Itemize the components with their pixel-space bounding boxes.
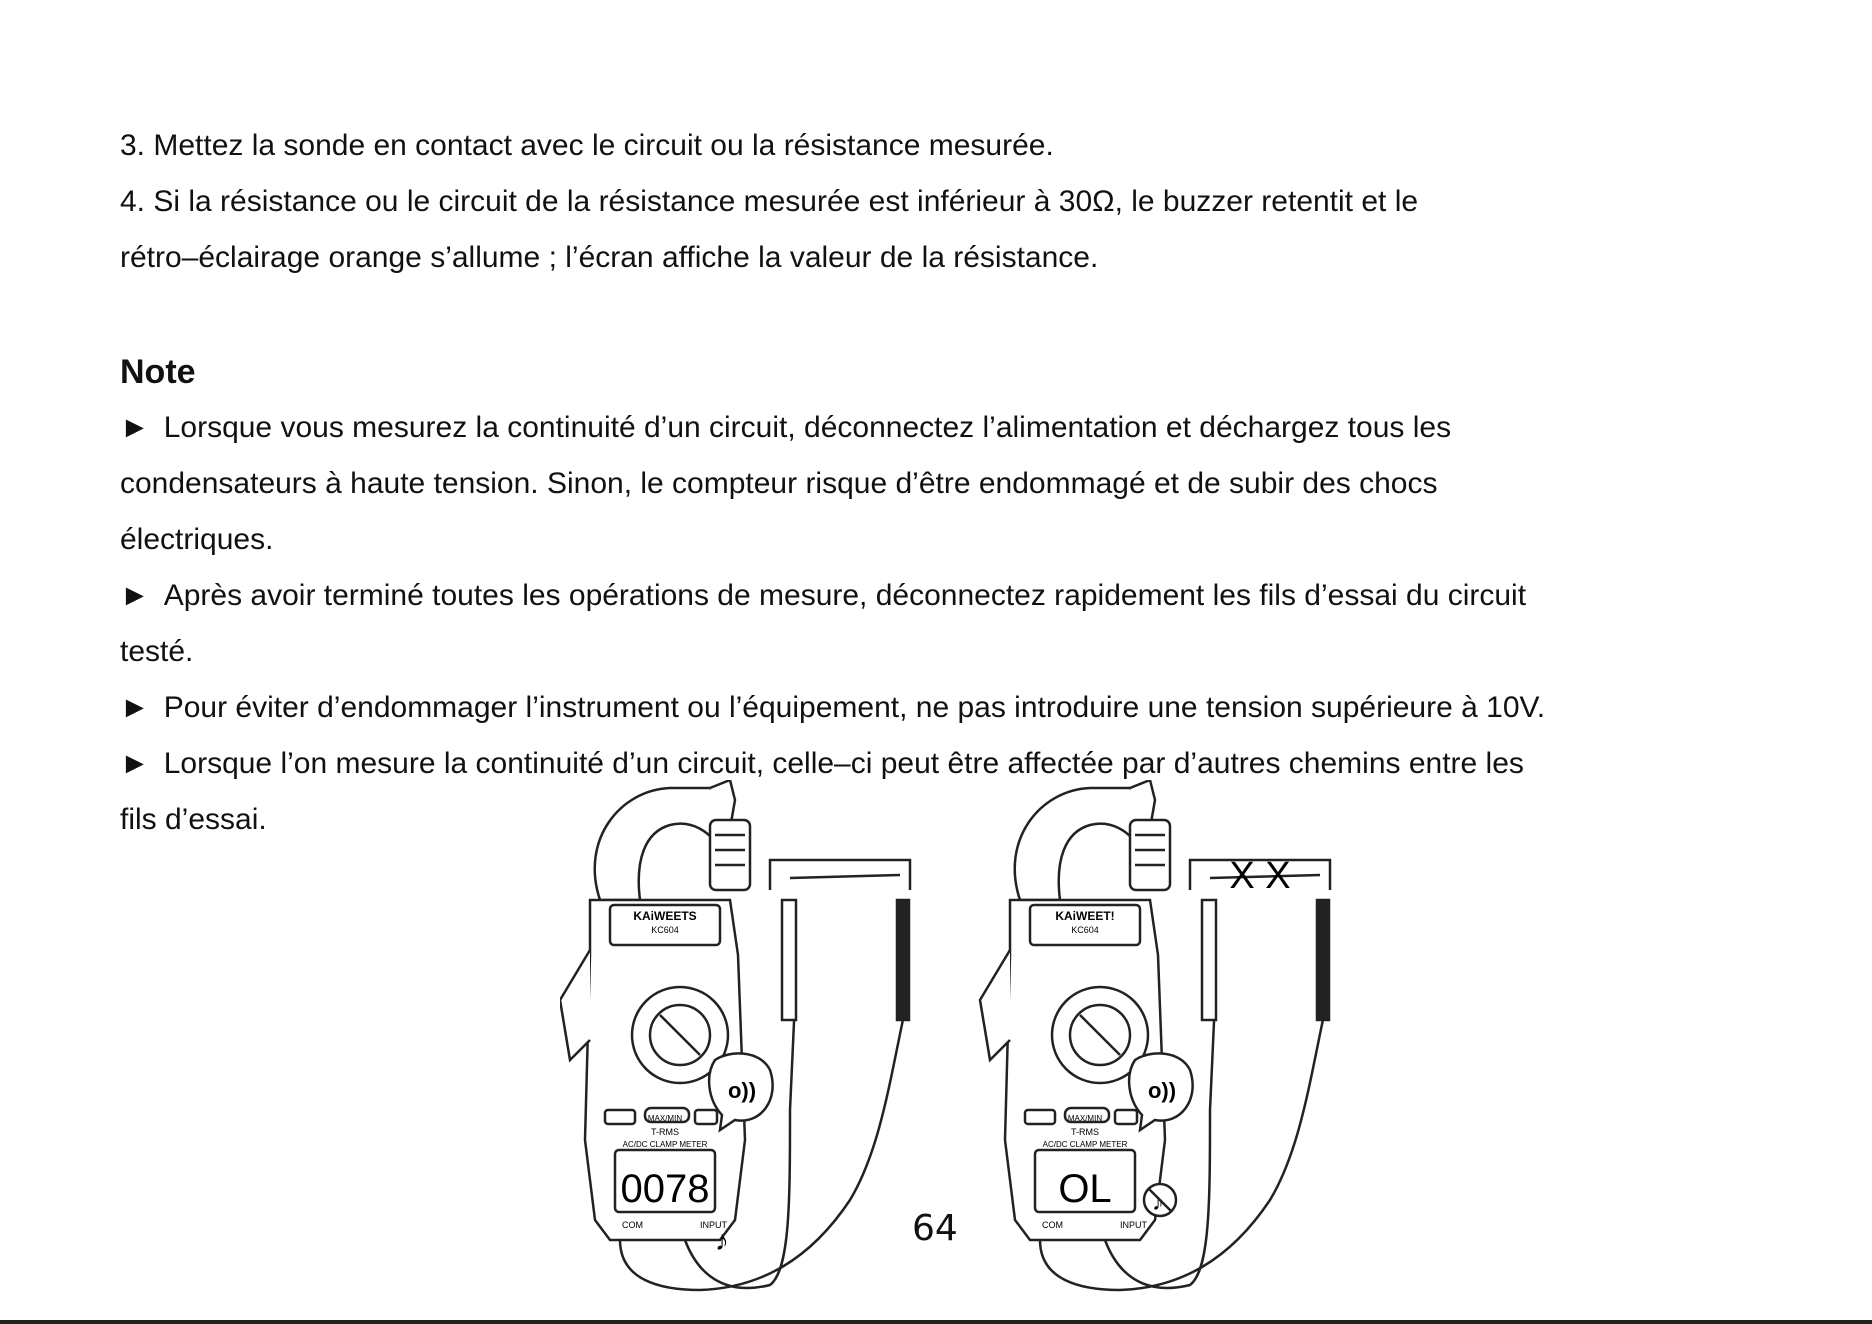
left-input-label: INPUT <box>700 1220 728 1230</box>
right-maxmin-label: MAX/MIN <box>1068 1114 1102 1123</box>
left-beep-icon: o)) <box>707 1052 774 1133</box>
left-meter-labels: KAiWEETS KC604 MAX/MIN T-RMS AC/DC CLAMP… <box>621 909 728 1230</box>
continuity-test-illustration: KAiWEETS KC604 MAX/MIN T-RMS AC/DC CLAMP… <box>560 780 1332 1292</box>
step-3: 3. Mettez la sonde en contact avec le ci… <box>120 129 1054 162</box>
note-item-2-line-1: ►Après avoir terminé toutes les opératio… <box>120 579 1527 612</box>
left-lcd-reading: 0078 <box>621 1167 710 1211</box>
right-input-label: INPUT <box>1120 1220 1148 1230</box>
step-4-line-1: 4. Si la résistance ou le circuit de la … <box>120 185 1419 218</box>
note-item-2-line-2: testé. <box>120 635 194 668</box>
right-beep-icon: o)) <box>1127 1052 1194 1133</box>
left-brand-label: KAiWEETS <box>633 909 696 923</box>
right-meter-labels: KAiWEET! KC604 MAX/MIN T-RMS AC/DC CLAMP… <box>1042 909 1148 1230</box>
left-maxmin-label: MAX/MIN <box>648 1114 682 1123</box>
left-model-label: KC604 <box>651 925 679 935</box>
note-item-4-line-2: fils d’essai. <box>120 803 267 836</box>
note-item-1-line-1: ►Lorsque vous mesurez la continuité d’un… <box>120 411 1452 444</box>
svg-text:o)): o)) <box>1148 1078 1176 1103</box>
bullet-icon: ► <box>120 691 150 724</box>
right-type-label: AC/DC CLAMP METER <box>1043 1140 1128 1149</box>
left-trms-label: T-RMS <box>651 1127 679 1137</box>
svg-text:o)): o)) <box>728 1078 756 1103</box>
body-text: 3. Mettez la sonde en contact avec le ci… <box>120 118 1770 848</box>
bullet-icon: ► <box>120 747 150 780</box>
open-circuit-marks: X X <box>1229 855 1290 897</box>
left-type-label: AC/DC CLAMP METER <box>623 1140 708 1149</box>
bullet-icon: ► <box>120 411 150 444</box>
bottom-border <box>0 1320 1872 1324</box>
note-heading: Note <box>120 353 196 391</box>
right-lcd-reading: OL <box>1058 1167 1111 1211</box>
right-trms-label: T-RMS <box>1071 1127 1099 1137</box>
step-4-line-2: rétro–éclairage orange s’allume ; l’écra… <box>120 241 1099 274</box>
bullet-icon: ► <box>120 579 150 612</box>
right-clamp-meter <box>978 780 1327 1292</box>
left-clamp-meter <box>560 780 907 1292</box>
note-item-4-line-1: ►Lorsque l’on mesure la continuité d’un … <box>120 747 1524 780</box>
right-circuit <box>1188 858 1332 1022</box>
right-brand-label: KAiWEET! <box>1055 909 1114 923</box>
left-com-label: COM <box>622 1220 643 1230</box>
note-item-1-line-2: condensateurs à haute tension. Sinon, le… <box>120 467 1438 500</box>
right-no-sound-icon: ♪ <box>1142 1182 1178 1218</box>
right-model-label: KC604 <box>1071 925 1099 935</box>
right-com-label: COM <box>1042 1220 1063 1230</box>
page-number: 64 <box>912 1208 958 1249</box>
left-circuit <box>768 858 912 1022</box>
note-item-3-line-1: ►Pour éviter d’endommager l’instrument o… <box>120 691 1546 724</box>
left-music-note-icon: ♪ <box>715 1225 729 1256</box>
note-item-1-line-3: électriques. <box>120 523 274 556</box>
